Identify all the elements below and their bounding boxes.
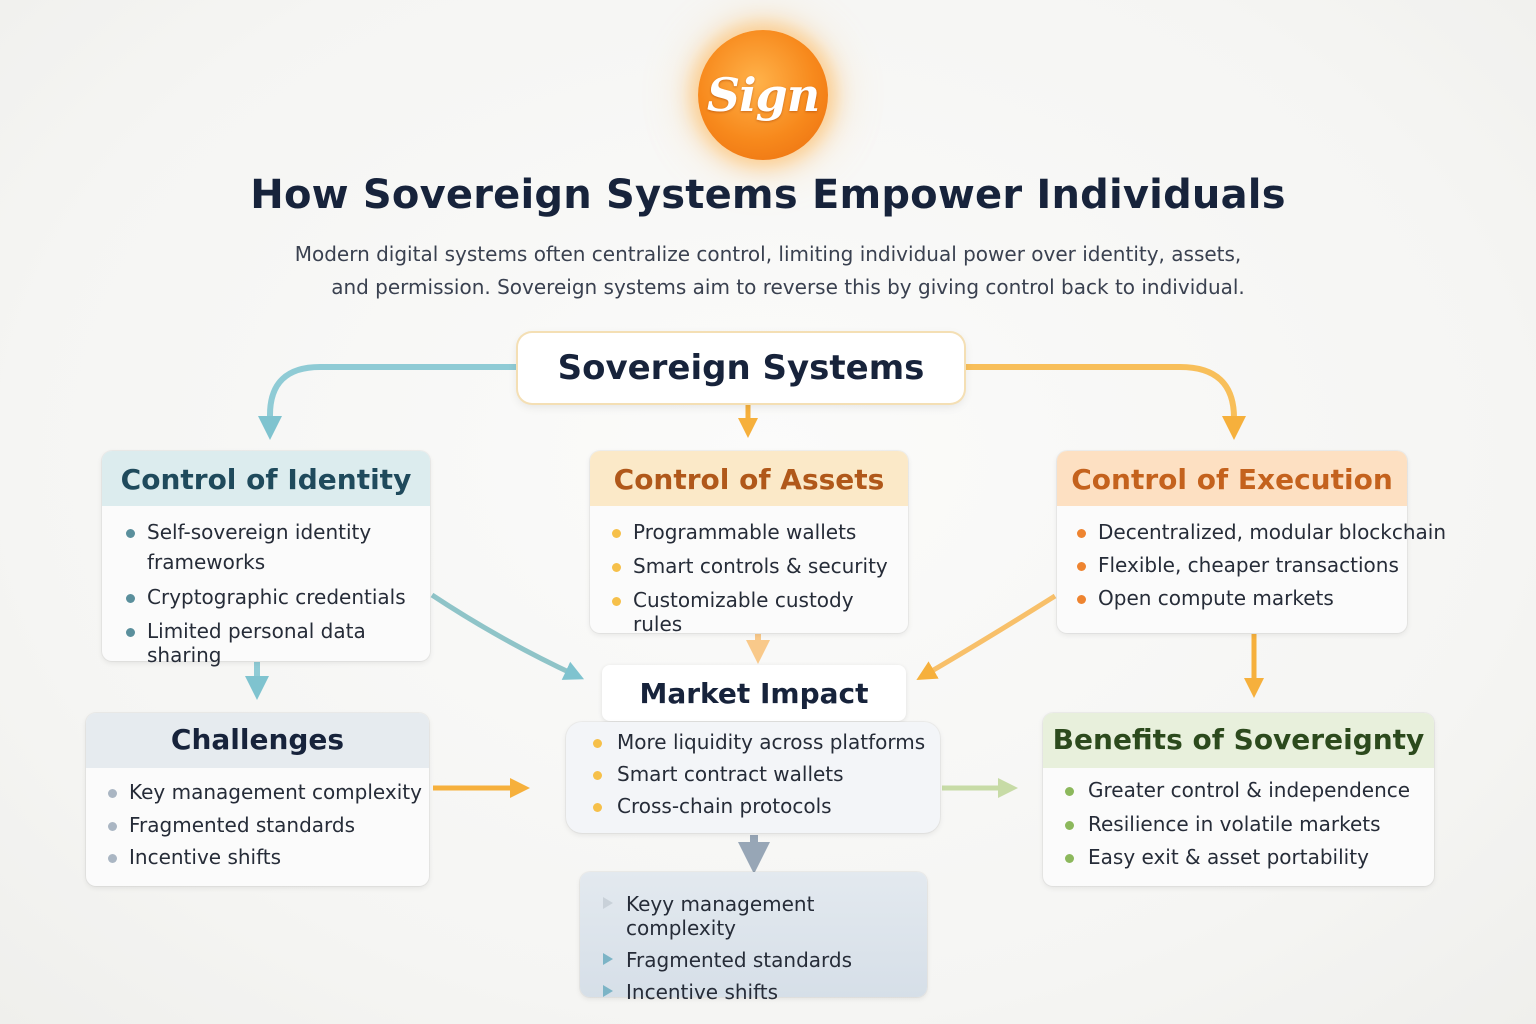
identity-item: Self-sovereign identity bbox=[126, 520, 430, 544]
bullet-dot bbox=[126, 594, 135, 603]
benefits-item: Resilience in volatile markets bbox=[1065, 812, 1434, 836]
bullet-dot bbox=[1077, 595, 1086, 604]
bullet-dot bbox=[1065, 854, 1074, 863]
bullet-dot bbox=[1065, 821, 1074, 830]
bullet-dot bbox=[1065, 787, 1074, 796]
bullet-dot bbox=[593, 771, 602, 780]
subtitle-line-2: and permission. Sovereign systems aim to… bbox=[331, 275, 1245, 299]
bullet-dot bbox=[1077, 562, 1086, 571]
identity-item-continuation: frameworks bbox=[147, 550, 266, 574]
challenges-title: Challenges bbox=[86, 713, 429, 768]
challenges-item: Fragmented standards bbox=[108, 813, 429, 837]
identity-item: Limited personal data sharing bbox=[126, 619, 430, 667]
challenges-card: Challenges Key management complexity Fra… bbox=[86, 713, 429, 886]
bullet-dot bbox=[593, 803, 602, 812]
challenges-list: Key management complexity Fragmented sta… bbox=[86, 768, 429, 869]
assets-card: Control of Assets Programmable wallets S… bbox=[590, 451, 908, 636]
root-label: Sovereign Systems bbox=[557, 348, 925, 388]
benefits-item: Easy exit & asset portability bbox=[1065, 845, 1434, 869]
identity-title: Control of Identity bbox=[102, 451, 430, 506]
market-item: Cross-chain protocols bbox=[593, 794, 940, 818]
challenges-item: Key management complexity bbox=[108, 780, 429, 804]
market-item: More liquidity across platforms bbox=[593, 730, 940, 754]
bottom-item: Keyy management complexity bbox=[603, 892, 927, 940]
bottom-item: Incentive shifts bbox=[603, 980, 927, 1004]
arrow-root-to-execution bbox=[964, 364, 1246, 440]
sign-logo: Sign bbox=[698, 30, 828, 160]
identity-item: Cryptographic credentials bbox=[126, 585, 430, 609]
bullet-dot bbox=[1077, 529, 1086, 538]
bottom-list: Keyy management complexity Fragmented st… bbox=[580, 872, 927, 1004]
assets-item: Smart controls & security bbox=[612, 554, 908, 578]
execution-title: Control of Execution bbox=[1057, 451, 1407, 506]
page-title: How Sovereign Systems Empower Individual… bbox=[250, 172, 1286, 218]
bullet-dot bbox=[108, 822, 117, 831]
play-bullet-icon bbox=[603, 985, 613, 997]
benefits-list: Greater control & independence Resilienc… bbox=[1043, 768, 1434, 869]
bullet-dot bbox=[126, 628, 135, 637]
bullet-dot bbox=[612, 563, 621, 572]
execution-list: Decentralized, modular blockchain Flexib… bbox=[1057, 506, 1446, 610]
bottom-item: Fragmented standards bbox=[603, 948, 927, 972]
bullet-dot bbox=[126, 529, 135, 538]
execution-item: Open compute markets bbox=[1077, 586, 1407, 610]
play-bullet-icon bbox=[603, 897, 613, 909]
play-bullet-icon bbox=[603, 953, 613, 965]
market-title-box: Market Impact bbox=[602, 665, 906, 721]
identity-list: Self-sovereign identity frameworks Crypt… bbox=[102, 506, 430, 667]
logo-text: Sign bbox=[706, 68, 820, 122]
subtitle-line-1: Modern digital systems often centralize … bbox=[294, 242, 1242, 266]
bullet-dot bbox=[108, 789, 117, 798]
identity-card: Control of Identity Self-sovereign ident… bbox=[102, 451, 430, 667]
bullet-dot bbox=[593, 739, 602, 748]
arrow-root-to-identity bbox=[258, 364, 518, 440]
assets-item: Programmable wallets bbox=[612, 520, 908, 544]
benefits-title: Benefits of Sovereignty bbox=[1043, 713, 1434, 768]
assets-title: Control of Assets bbox=[590, 451, 908, 506]
market-card: More liquidity across platforms Smart co… bbox=[566, 722, 940, 833]
bottom-card: Keyy management complexity Fragmented st… bbox=[580, 872, 927, 1004]
assets-item: Customizable custody rules bbox=[612, 588, 908, 636]
arrow-identity-to-market bbox=[430, 592, 585, 680]
benefits-card: Benefits of Sovereignty Greater control … bbox=[1043, 713, 1434, 886]
bullet-dot bbox=[612, 529, 621, 538]
market-title: Market Impact bbox=[639, 676, 869, 710]
bullet-dot bbox=[612, 597, 621, 606]
benefits-item: Greater control & independence bbox=[1065, 778, 1434, 802]
execution-item: Decentralized, modular blockchain bbox=[1077, 520, 1446, 544]
root-node: Sovereign Systems bbox=[518, 333, 964, 403]
bullet-dot bbox=[108, 854, 117, 863]
challenges-item: Incentive shifts bbox=[108, 845, 429, 869]
execution-card: Control of Execution Decentralized, modu… bbox=[1057, 451, 1446, 633]
execution-item: Flexible, cheaper transactions bbox=[1077, 553, 1407, 577]
market-item: Smart contract wallets bbox=[593, 762, 940, 786]
arrow-execution-to-market bbox=[916, 593, 1057, 681]
assets-list: Programmable wallets Smart controls & se… bbox=[590, 506, 908, 636]
market-list: More liquidity across platforms Smart co… bbox=[566, 722, 940, 818]
